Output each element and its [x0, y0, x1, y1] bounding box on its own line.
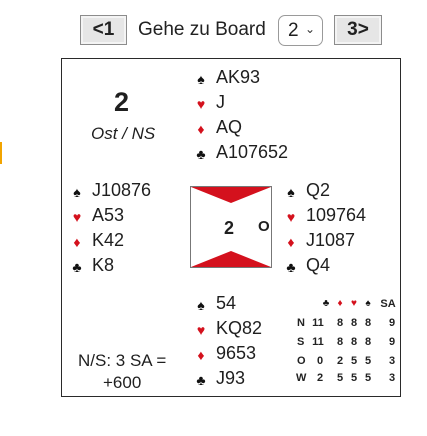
- cell: 5: [336, 372, 344, 384]
- diamond-icon: ♦: [197, 347, 205, 363]
- spade-icon: ♠: [287, 184, 295, 200]
- south-clubs: J93: [216, 368, 246, 388]
- east-spades: Q2: [306, 180, 331, 200]
- compass-east-label: O: [258, 218, 270, 235]
- club-icon: ♣: [196, 146, 206, 162]
- board-select[interactable]: 2 ⌄: [278, 15, 323, 46]
- club-icon: ♣: [72, 259, 82, 275]
- cell: 5: [364, 372, 372, 384]
- north-diamonds: AQ: [216, 117, 243, 137]
- cell: 8: [350, 317, 358, 329]
- diamond-icon: ♦: [287, 234, 295, 250]
- cell: 0: [316, 355, 324, 367]
- cell: 2: [336, 355, 344, 367]
- north-vulnerable-marker: [191, 187, 271, 203]
- next-board-button[interactable]: 3>: [334, 15, 382, 45]
- row-direction: N: [297, 317, 305, 329]
- row-direction: W: [296, 372, 307, 384]
- cell: 11: [312, 336, 324, 348]
- contract-result: N/S: 3 SA =: [78, 351, 167, 370]
- cell: 8: [350, 336, 358, 348]
- board-navigation: <1 Gehe zu Board 2 ⌄ 3>: [0, 15, 427, 47]
- heart-icon: ♥: [351, 298, 357, 309]
- south-diamonds: 9653: [216, 343, 257, 363]
- cell: 8: [364, 336, 372, 348]
- board-number: 2: [114, 87, 130, 117]
- diamond-icon: ♦: [73, 234, 81, 250]
- board-frame: [61, 58, 401, 397]
- side-marker: [0, 142, 2, 164]
- cell: 5: [350, 372, 358, 384]
- south-vulnerable-marker: [191, 251, 271, 267]
- cell: 2: [316, 372, 324, 384]
- north-spades: AK93: [216, 67, 261, 87]
- spade-icon: ♠: [197, 297, 205, 313]
- chevron-down-icon: ⌄: [304, 22, 315, 36]
- north-hearts: J: [216, 92, 225, 112]
- heart-icon: ♥: [72, 209, 82, 225]
- cell: 3: [388, 355, 396, 367]
- diamond-icon: ♦: [337, 298, 343, 309]
- east-clubs: Q4: [306, 255, 331, 275]
- row-direction: S: [297, 336, 305, 348]
- north-clubs: A107652: [216, 142, 289, 162]
- south-spades: 54: [216, 293, 237, 313]
- east-diamonds: J1087: [306, 230, 356, 250]
- cell: 9: [388, 336, 396, 348]
- cell: 5: [350, 355, 358, 367]
- cell: 11: [312, 317, 324, 329]
- cell: 8: [364, 317, 372, 329]
- board-select-value: 2: [288, 19, 299, 41]
- score: +600: [103, 373, 142, 392]
- cell: 9: [388, 317, 396, 329]
- cell: 8: [336, 336, 344, 348]
- club-icon: ♣: [286, 259, 296, 275]
- spade-icon: ♠: [365, 298, 371, 309]
- west-clubs: K8: [92, 255, 115, 275]
- dealer-vulnerability: Ost / NS: [91, 124, 156, 143]
- goto-board-label: Gehe zu Board: [138, 19, 266, 40]
- south-hearts: KQ82: [216, 318, 263, 338]
- spade-icon: ♠: [197, 71, 205, 87]
- club-icon: ♣: [322, 298, 330, 309]
- nt-header: SA: [380, 298, 396, 310]
- previous-board-button[interactable]: <1: [80, 15, 127, 45]
- cell: 5: [364, 355, 372, 367]
- diamond-icon: ♦: [197, 121, 205, 137]
- row-direction: O: [297, 355, 306, 367]
- cell: 8: [336, 317, 344, 329]
- heart-icon: ♥: [196, 96, 206, 112]
- east-hearts: 109764: [306, 205, 367, 225]
- west-spades: J10876: [92, 180, 152, 200]
- heart-icon: ♥: [286, 209, 296, 225]
- cell: 3: [388, 372, 396, 384]
- heart-icon: ♥: [196, 322, 206, 338]
- club-icon: ♣: [196, 372, 206, 388]
- west-diamonds: K42: [92, 230, 125, 250]
- west-hearts: A53: [92, 205, 125, 225]
- compass-board-number: 2: [224, 218, 235, 238]
- spade-icon: ♠: [73, 184, 81, 200]
